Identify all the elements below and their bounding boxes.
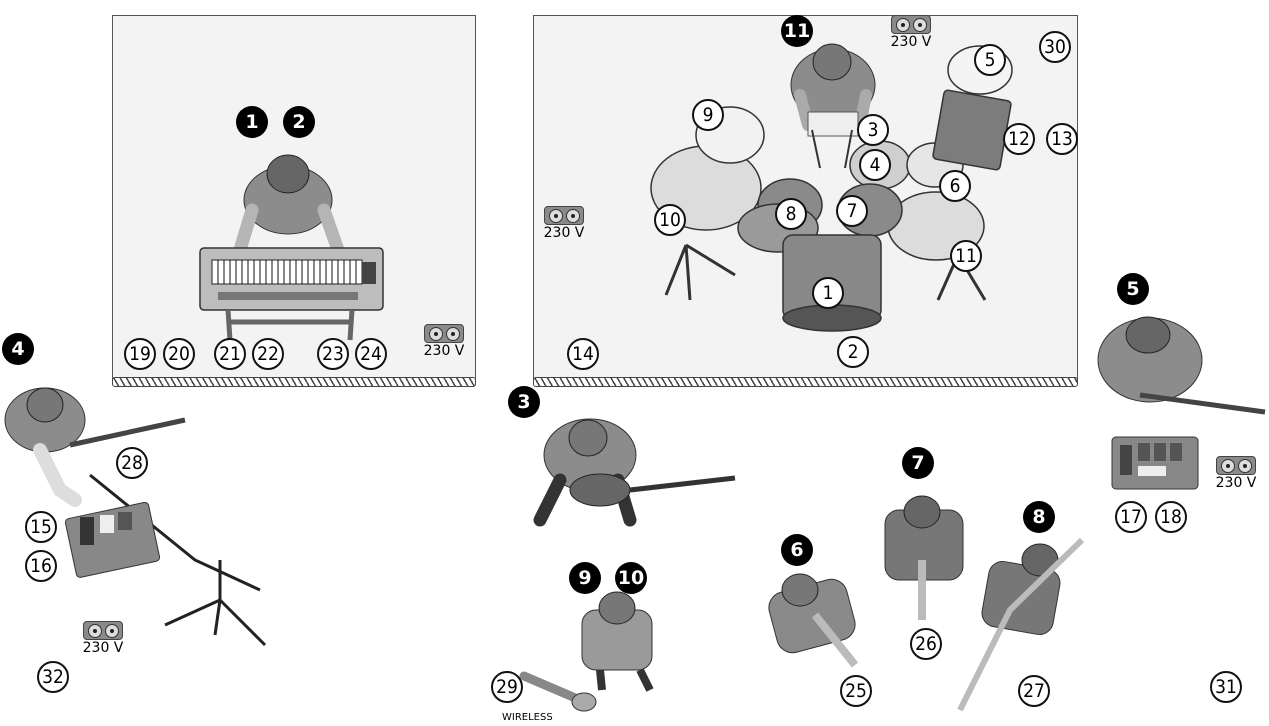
power-outlet-drums-top: 230 V xyxy=(883,15,939,50)
number-30: 30 xyxy=(1039,31,1071,63)
number-28: 28 xyxy=(116,447,148,479)
drum-riser-truss xyxy=(533,377,1078,387)
keyboard-instrument xyxy=(199,247,384,341)
badge-vocal-b: 10 xyxy=(615,562,647,594)
power-label: 230 V xyxy=(423,343,465,359)
pedalboard-left xyxy=(64,501,161,578)
number-26: 26 xyxy=(910,628,942,660)
drum-label-pad-b: 13 xyxy=(1046,123,1078,155)
badge-guitar-right: 5 xyxy=(1117,273,1149,305)
keyboard-player-figure xyxy=(233,154,345,257)
number-24: 24 xyxy=(355,338,387,370)
drum-label-hihat: 6 xyxy=(939,170,971,202)
outlet-icon xyxy=(424,324,464,343)
drum-label-tom-hi-pad: 5 xyxy=(974,44,1006,76)
badge-drummer: 11 xyxy=(781,15,813,47)
drum-label-snare-top: 3 xyxy=(857,114,889,146)
badge-keys-a: 1 xyxy=(236,106,268,138)
power-label: 230 V xyxy=(890,34,932,50)
outlet-icon xyxy=(83,621,123,640)
number-27: 27 xyxy=(1018,675,1050,707)
number-19: 19 xyxy=(124,338,156,370)
number-15: 15 xyxy=(25,511,57,543)
drummer-figure xyxy=(790,43,876,169)
power-outlet-keys: 230 V xyxy=(416,324,472,359)
badge-guitar-left: 4 xyxy=(2,333,34,365)
power-label: 230 V xyxy=(1215,475,1257,491)
power-outlet-left: 230 V xyxy=(75,621,131,656)
outlet-icon xyxy=(544,206,584,225)
badge-trumpet-left: 6 xyxy=(781,534,813,566)
number-17: 17 xyxy=(1115,501,1147,533)
badge-trumpet-mid: 7 xyxy=(902,447,934,479)
drum-label-snare: 4 xyxy=(859,149,891,181)
trombone-figure xyxy=(957,537,1085,712)
badge-vocal-a: 9 xyxy=(569,562,601,594)
keyboard-riser-truss xyxy=(112,377,476,387)
number-25: 25 xyxy=(840,675,872,707)
badge-guitar-center: 3 xyxy=(508,386,540,418)
pedalboard-right xyxy=(1111,436,1199,490)
trumpet-left-figure xyxy=(768,573,859,668)
drum-label-kick: 1 xyxy=(812,277,844,309)
power-label: 230 V xyxy=(543,225,585,241)
badge-keys-b: 2 xyxy=(283,106,315,138)
number-16: 16 xyxy=(25,550,57,582)
drum-label-floor: 2 xyxy=(837,336,869,368)
drum-label-crash-left: 9 xyxy=(692,99,724,131)
outlet-icon xyxy=(1216,456,1256,475)
number-29: 29 xyxy=(491,671,523,703)
number-20: 20 xyxy=(163,338,195,370)
drum-label-pad-a: 12 xyxy=(1003,123,1035,155)
number-31: 31 xyxy=(1210,671,1242,703)
power-outlet-right: 230 V xyxy=(1208,456,1264,491)
guitarist-left-figure xyxy=(4,387,267,647)
number-23: 23 xyxy=(317,338,349,370)
guitarist-right-figure xyxy=(1097,316,1266,415)
power-label: 230 V xyxy=(82,640,124,656)
number-22: 22 xyxy=(252,338,284,370)
badge-trombone: 8 xyxy=(1023,501,1055,533)
wireless-microphone xyxy=(519,671,597,712)
drum-label-crash-stand: 10 xyxy=(654,204,686,236)
vocalist-figure xyxy=(581,591,654,692)
guitarist-center-figure xyxy=(533,418,736,527)
drum-label-tom-right: 7 xyxy=(836,195,868,227)
number-14: 14 xyxy=(567,338,599,370)
trumpet-mid-figure xyxy=(884,495,964,620)
outlet-icon xyxy=(891,15,931,34)
drum-label-ride: 11 xyxy=(950,240,982,272)
number-18: 18 xyxy=(1155,501,1187,533)
drum-label-tom-left: 8 xyxy=(775,198,807,230)
wireless-label: WIRELESS xyxy=(502,712,553,723)
number-21: 21 xyxy=(214,338,246,370)
power-outlet-drums-left: 230 V xyxy=(536,206,592,241)
number-32: 32 xyxy=(37,661,69,693)
